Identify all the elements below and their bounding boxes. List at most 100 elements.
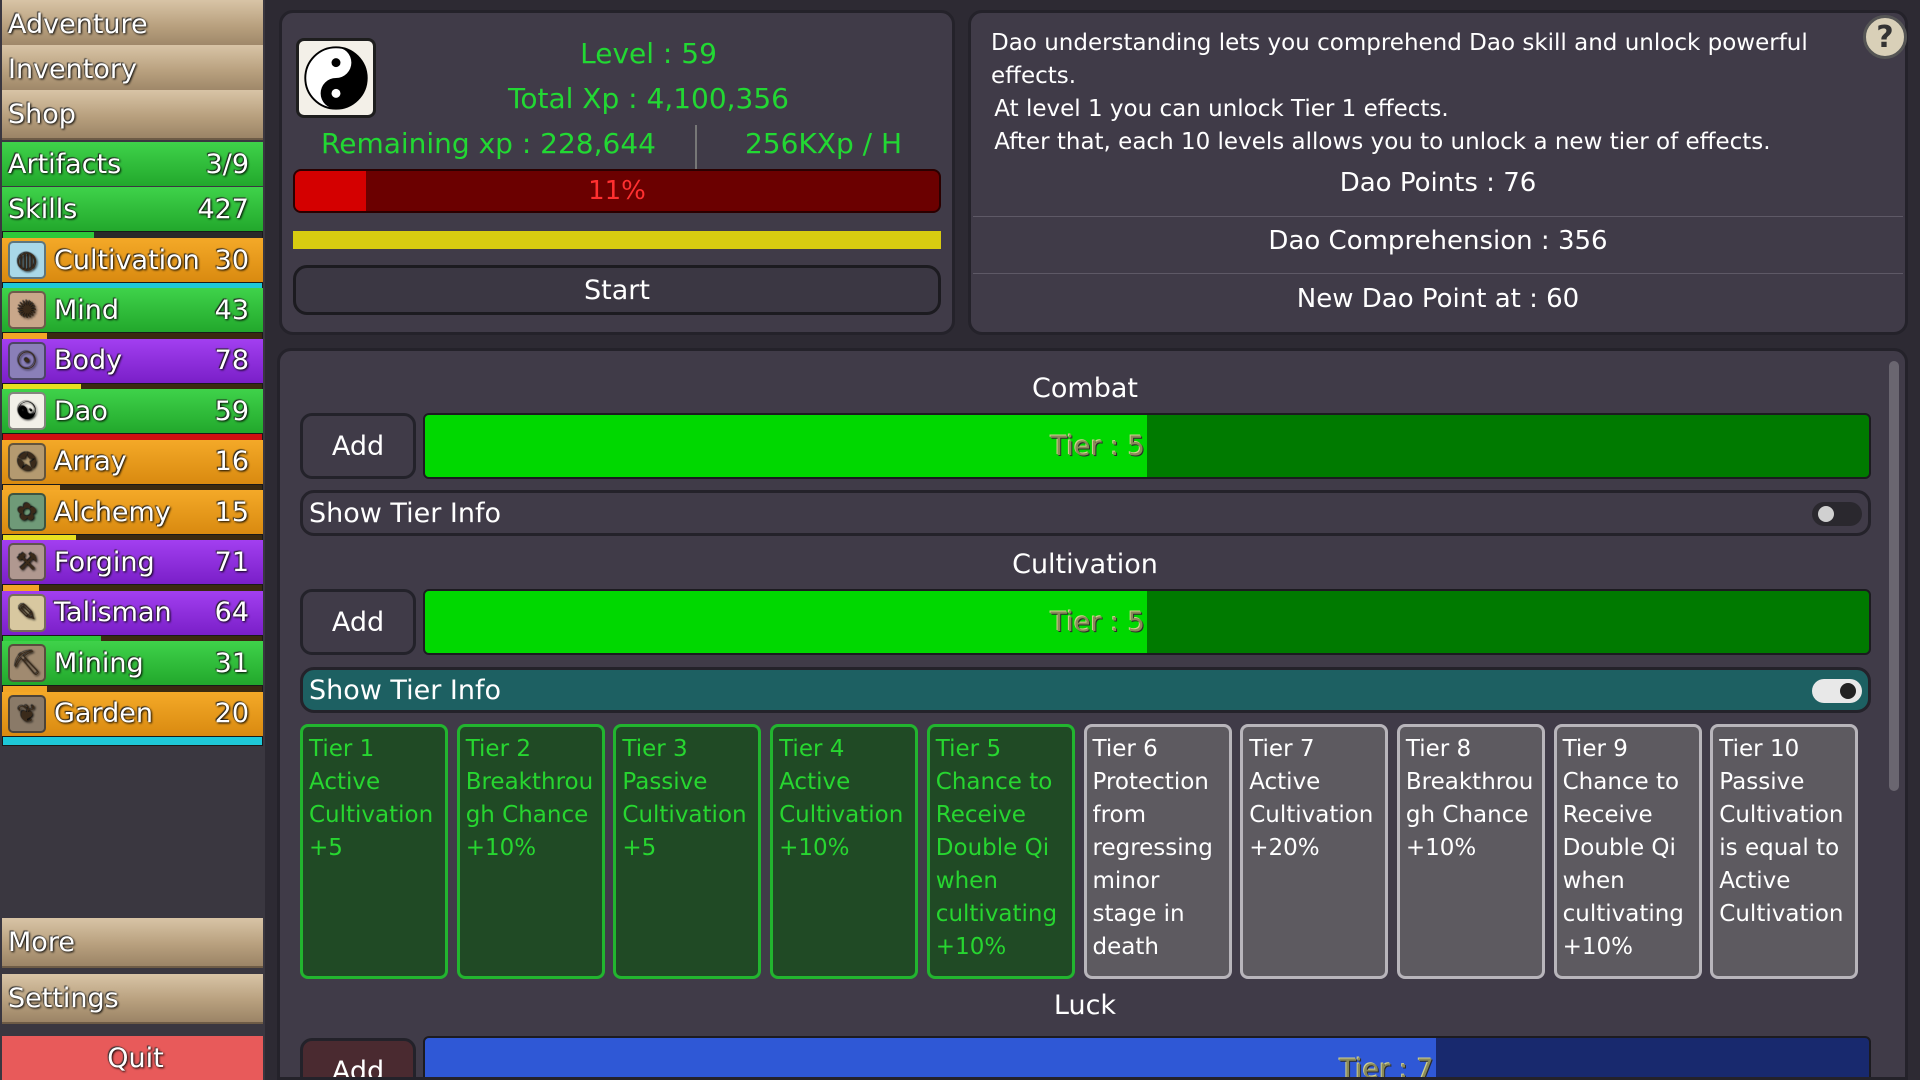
divider: [973, 216, 1903, 217]
pickaxe-icon: ⛏: [8, 644, 46, 683]
skill-progress-fill: [3, 635, 102, 644]
tier-card-line: Passive: [622, 769, 708, 795]
tier-card-line: from: [1092, 802, 1147, 828]
tier-card-line: cultivating: [1562, 901, 1684, 927]
tier-card-line: Cultivation: [309, 802, 434, 828]
skill-level: 59: [214, 395, 249, 427]
luck-tier-bar: Tier : 7: [423, 1036, 1871, 1080]
dao-description: Dao understanding lets you comprehend Da…: [987, 27, 1867, 159]
tier-card-line: Cultivation: [622, 802, 747, 828]
tier-card-line: stage in: [1092, 901, 1185, 927]
tier-card-line: Cultivation: [1719, 901, 1844, 927]
array-icon: ✪: [8, 442, 46, 481]
skill-progress-fill: [3, 484, 60, 493]
tier-card-line: Double Qi: [1562, 835, 1676, 861]
nav-skills-button[interactable]: Skills 427: [2, 187, 263, 241]
cultivation-add-button[interactable]: Add: [300, 589, 416, 655]
start-button[interactable]: Start: [293, 265, 941, 315]
skill-progress-fill: [3, 585, 40, 594]
skill-progress-fill: [3, 283, 262, 291]
cultivation-tier-info-toggle[interactable]: [1812, 679, 1862, 703]
nav-shop-button[interactable]: Shop: [2, 90, 263, 140]
skill-label: Array: [54, 446, 127, 478]
nav-more-button[interactable]: More: [2, 918, 263, 968]
combat-show-tier-info[interactable]: Show Tier Info: [300, 490, 1871, 536]
tier-card-line: Cultivation: [1719, 802, 1844, 828]
skill-progress-fill: [3, 686, 48, 695]
secondary-progress-bar: [293, 231, 941, 249]
tier-card-line: +20%: [1249, 835, 1320, 861]
artifacts-label: Artifacts: [8, 148, 122, 180]
tier-card-line: is equal to: [1719, 835, 1840, 861]
tier-card-line: when: [1562, 868, 1625, 894]
cultivation-show-tier-info[interactable]: Show Tier Info: [300, 667, 1871, 713]
skill-level: 43: [214, 294, 249, 326]
tier-card-line: death: [1092, 934, 1159, 960]
artifacts-count: 3/9: [205, 148, 249, 180]
combat-tier-info-toggle[interactable]: [1812, 502, 1862, 526]
skill-label: Body: [54, 345, 123, 377]
skill-level: 20: [214, 698, 249, 730]
anvil-icon: ⚒: [8, 543, 46, 582]
nav-artifacts-button[interactable]: Artifacts 3/9: [2, 142, 263, 192]
tier-card-line: Breakthrou: [1405, 769, 1534, 795]
nav-settings-button[interactable]: Settings: [2, 974, 263, 1024]
tier-card-line: cultivating: [935, 901, 1058, 927]
tier-card-line: +10%: [1562, 934, 1633, 960]
luck-tier-label: Tier : 7: [1339, 1053, 1434, 1080]
scrollbar[interactable]: [1889, 361, 1899, 791]
tier-card-line: when: [935, 868, 998, 894]
luck-add-button[interactable]: Add: [300, 1038, 416, 1077]
combat-add-button[interactable]: Add: [300, 413, 416, 479]
total-xp-text: Total Xp : 4,100,356: [508, 82, 789, 115]
tier-card-line: Tier 10: [1719, 736, 1800, 762]
skill-progress-fill: [3, 383, 81, 392]
tier-card-line: Tier 9: [1562, 736, 1628, 762]
tier-card-line: gh Chance: [1405, 802, 1529, 828]
luck-tier-fill: [425, 1038, 1436, 1077]
divider: [695, 125, 697, 169]
skill-level: 15: [214, 496, 249, 528]
xp-progress-bar: 11%: [293, 169, 941, 213]
nav-adventure-button[interactable]: Adventure: [2, 0, 263, 50]
skills-progress-fill: [3, 232, 94, 240]
divider: [973, 273, 1903, 274]
category-title-combat: Combat: [1032, 373, 1138, 404]
skill-progress-fill: [3, 333, 48, 342]
sidebar: Adventure Inventory Shop Artifacts 3/9 S…: [0, 0, 265, 1080]
tier-card-line: Tier 2: [465, 736, 531, 762]
quit-button[interactable]: Quit: [2, 1036, 263, 1080]
alchemy-icon: ✿: [8, 493, 46, 531]
skill-level: 78: [214, 345, 249, 377]
tier-card-line: +10%: [779, 835, 850, 861]
nav-inventory-button[interactable]: Inventory: [2, 45, 263, 95]
show-tier-info-label: Show Tier Info: [309, 674, 501, 706]
help-button[interactable]: ?: [1863, 15, 1907, 59]
level-text: Level : 59: [580, 37, 717, 70]
